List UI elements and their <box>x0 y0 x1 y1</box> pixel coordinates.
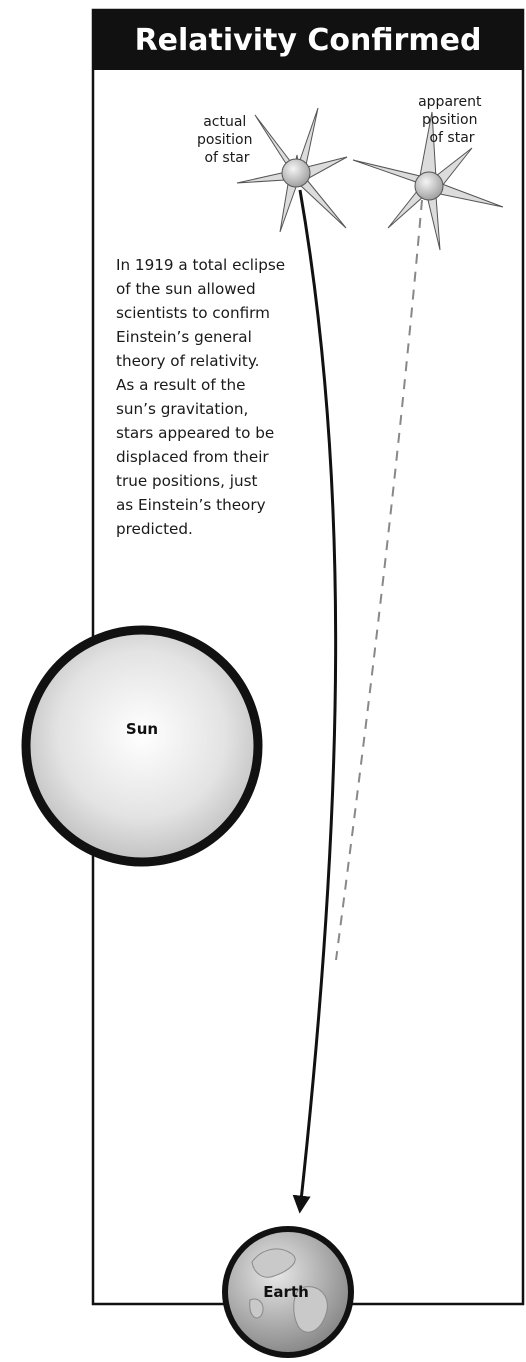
actual-star-label: actual position of star <box>197 114 257 166</box>
earth-body: Earth <box>225 1229 351 1355</box>
sun-label: Sun <box>126 720 158 738</box>
page-title: Relativity Confirmed <box>135 23 482 58</box>
earth-label: Earth <box>263 1283 309 1301</box>
sun-body: Sun <box>26 630 258 862</box>
